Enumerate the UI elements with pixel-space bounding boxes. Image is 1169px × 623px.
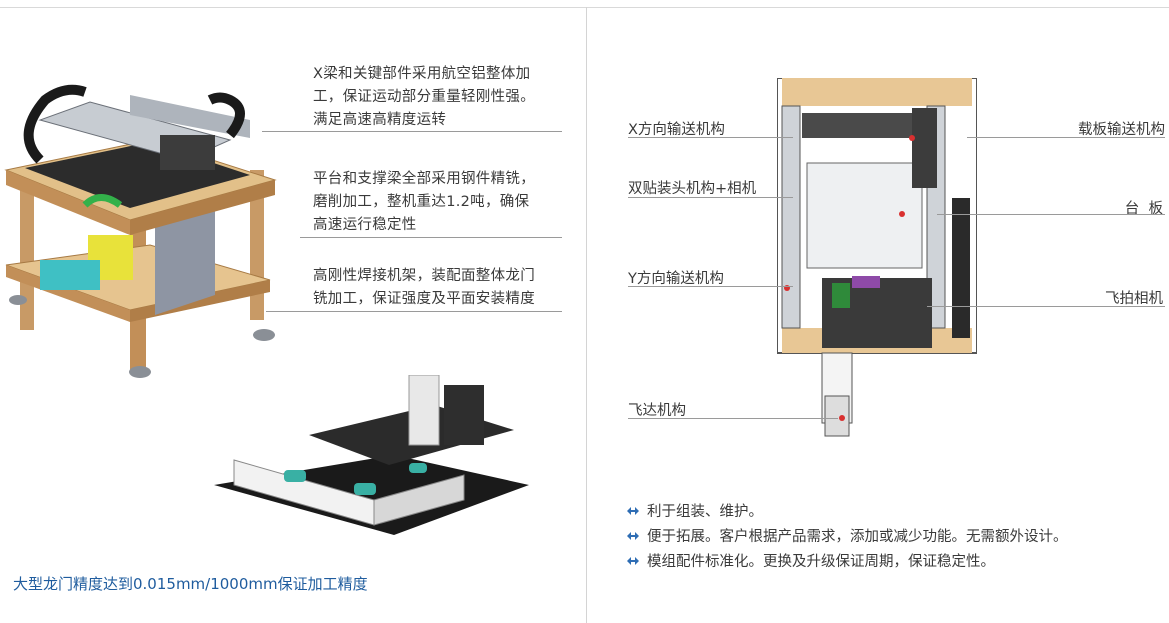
note-welded-frame: 高刚性焊接机架，装配面整体龙门 铣加工，保证强度及平面安装精度	[313, 265, 535, 311]
left-panel: X梁和关键部件采用航空铝整体加 工，保证运动部分重量轻刚性强。 满足高速高精度运…	[4, 63, 562, 593]
note-line: X梁和关键部件采用航空铝整体加	[313, 66, 531, 82]
callout-table: 台 板	[1124, 201, 1163, 217]
panel-divider	[586, 7, 587, 623]
note-aluminum-beam: X梁和关键部件采用航空铝整体加 工，保证运动部分重量轻刚性强。 满足高速高精度运…	[313, 63, 535, 132]
callout-leader	[628, 197, 793, 198]
bullet-text: 模组配件标准化。更换及升级保证周期，保证稳定性。	[647, 554, 995, 570]
callout-leader	[628, 418, 838, 419]
note-rule	[266, 311, 562, 312]
callout-dual-head: 双贴装头机构+相机	[628, 181, 757, 197]
note-steel-platform: 平台和支撑梁全部采用钢件精铣， 磨削加工，整机重达1.2吨，确保 高速运行稳定性	[313, 168, 535, 237]
gantry-frame-illustration	[4, 84, 277, 378]
note-line: 铣加工，保证强度及平面安装精度	[313, 291, 535, 307]
bullet-text: 便于拓展。客户根据产品需求，添加或减少功能。无需额外设计。	[647, 529, 1068, 545]
note-line: 高速运行稳定性	[313, 217, 417, 233]
note-line: 高刚性焊接机架，装配面整体龙门	[313, 268, 535, 284]
callout-y-conveyor: Y方向输送机构	[628, 271, 724, 287]
gantry-precision-caption: 大型龙门精度达到0.015mm/1000mm保证加工精度	[13, 575, 368, 593]
note-line: 满足高速高精度运转	[313, 112, 447, 128]
gantry-milling-machine-image	[214, 375, 529, 535]
machine-top-view-diagram	[777, 78, 977, 437]
callout-leader	[937, 214, 1165, 215]
note-rule	[300, 237, 562, 238]
right-panel: X方向输送机构 双贴装头机构+相机 Y方向输送机构 飞达机构 载板输送机构 台 …	[587, 0, 1169, 623]
feature-bullets: 利于组装、维护。 便于拓展。客户根据产品需求，添加或减少功能。无需额外设计。 模…	[627, 498, 1068, 573]
note-rule	[262, 131, 562, 132]
callout-board-conveyor: 载板输送机构	[1078, 122, 1165, 138]
double-arrow-bullet-icon	[627, 506, 647, 515]
callout-x-conveyor: X方向输送机构	[628, 122, 725, 138]
callout-feeder: 飞达机构	[628, 403, 686, 419]
note-line: 磨削加工，整机重达1.2吨，确保	[313, 194, 530, 210]
double-arrow-bullet-icon	[627, 531, 647, 540]
note-line: 平台和支撑梁全部采用钢件精铣，	[313, 171, 535, 187]
callout-leader	[927, 306, 1165, 307]
bullet-item: 利于组装、维护。	[627, 498, 1068, 523]
bullet-item: 模组配件标准化。更换及升级保证周期，保证稳定性。	[627, 548, 1068, 573]
callout-leader	[628, 137, 793, 138]
top-rule	[0, 7, 1169, 8]
callout-flying-camera: 飞拍相机	[1105, 291, 1163, 307]
callout-leader	[967, 137, 1165, 138]
double-arrow-bullet-icon	[627, 556, 647, 565]
bullet-item: 便于拓展。客户根据产品需求，添加或减少功能。无需额外设计。	[627, 523, 1068, 548]
note-line: 工，保证运动部分重量轻刚性强。	[313, 89, 535, 105]
callout-leader	[628, 286, 793, 287]
bullet-text: 利于组装、维护。	[647, 504, 763, 520]
